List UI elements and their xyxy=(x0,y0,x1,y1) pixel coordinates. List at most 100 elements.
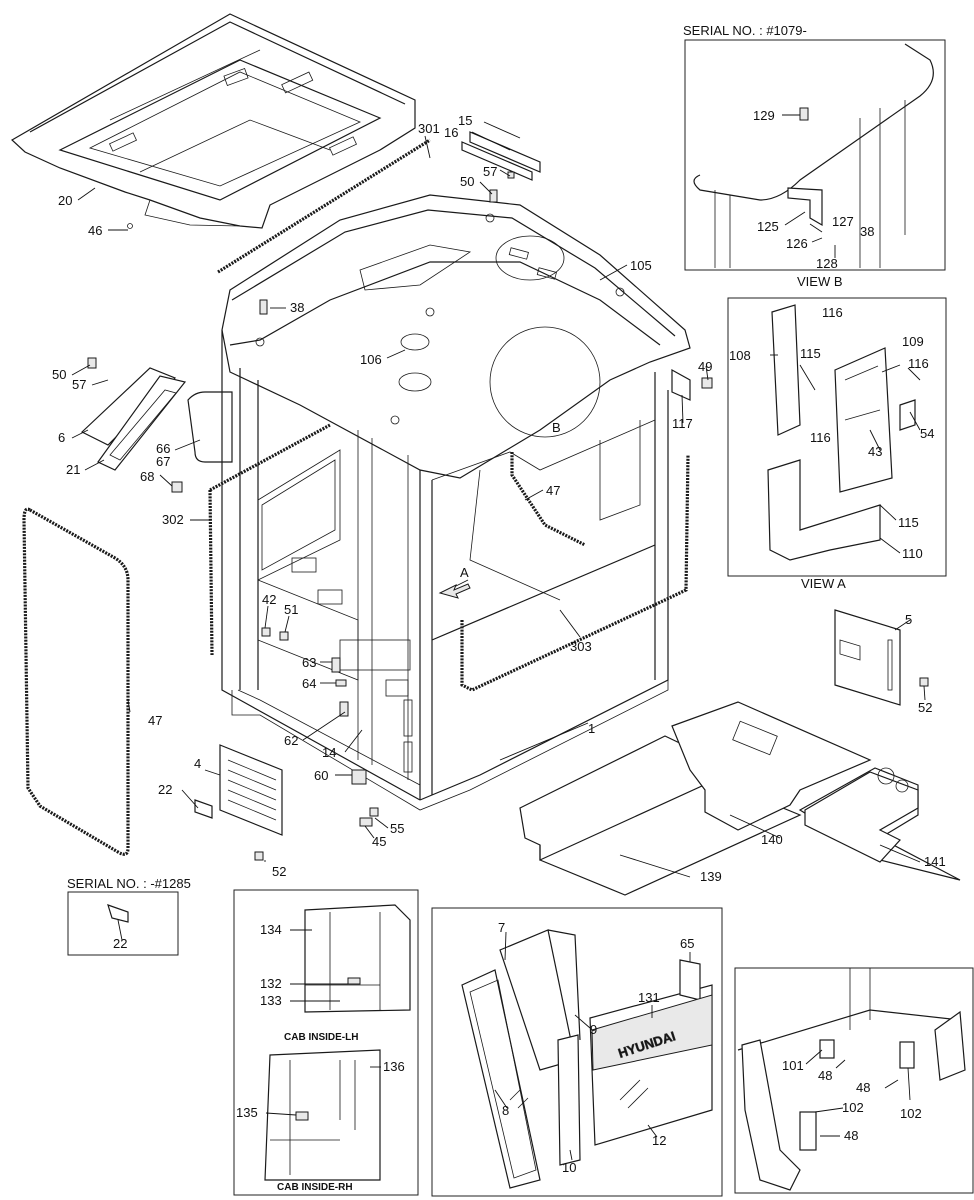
part-number-label: 6 xyxy=(58,430,65,445)
part-number-label: 48 xyxy=(818,1068,832,1083)
vent-panel-illustration xyxy=(80,367,233,471)
part-number-label: 134 xyxy=(260,922,282,937)
serial-22-caption: SERIAL NO. : -#1285 xyxy=(67,876,191,891)
view-a-illustration xyxy=(767,304,916,561)
cab-inside-panel xyxy=(233,889,419,1196)
part-number-label: 12 xyxy=(652,1133,666,1148)
part-number-label: 116 xyxy=(810,430,831,445)
part-number-label: 48 xyxy=(844,1128,858,1143)
part-number-label: 51 xyxy=(284,602,298,617)
leader-lines xyxy=(71,114,926,1161)
part-number-label: 303 xyxy=(570,639,592,654)
part-number-label: 8 xyxy=(502,1103,509,1118)
part-number-label: 15 xyxy=(458,113,472,128)
hardware-illustration xyxy=(87,131,929,861)
glass-illustration xyxy=(461,929,713,1189)
part-number-label: 20 xyxy=(58,193,72,208)
part-number-label: 127 xyxy=(832,214,854,229)
view-b-panel xyxy=(684,39,946,271)
part-number-label: 131 xyxy=(638,990,660,1005)
part-number-label: 67 xyxy=(156,454,170,469)
bracket-22-illustration xyxy=(107,904,129,923)
window-seal-47-illustration xyxy=(510,452,586,547)
roof-panel-illustration xyxy=(10,13,416,229)
part-number-label: 109 xyxy=(902,334,924,349)
part-number-label: 136 xyxy=(383,1059,405,1074)
part-number-label: 66 xyxy=(156,441,170,456)
part-number-label: 106 xyxy=(360,352,382,367)
part-number-label: 125 xyxy=(757,219,779,234)
part-number-label: 60 xyxy=(314,768,328,783)
part-number-label: 115 xyxy=(898,515,919,530)
part-number-label: 133 xyxy=(260,993,282,1008)
view-a-panel xyxy=(727,297,947,577)
door-seal-302-illustration xyxy=(208,423,331,656)
part-number-label: 50 xyxy=(460,174,474,189)
part-number-label: 141 xyxy=(924,854,946,869)
part-number-label: 140 xyxy=(761,832,783,847)
part-number-label: 1 xyxy=(588,721,595,736)
part-number-label: 38 xyxy=(860,224,874,239)
part-number-label: 105 xyxy=(630,258,652,273)
part-number-label: 42 xyxy=(262,592,276,607)
part-number-label: 116 xyxy=(908,356,929,371)
part-number-label: 128 xyxy=(816,256,838,271)
part-number-label: 108 xyxy=(729,348,751,363)
part-number-label: 50 xyxy=(52,367,66,382)
part-number-label: 101 xyxy=(782,1058,804,1073)
part-number-label: 4 xyxy=(194,756,201,771)
part-number-label: 7 xyxy=(498,920,505,935)
cab-inside-illustration xyxy=(264,904,411,1181)
part-number-label: 47 xyxy=(148,713,162,728)
serial-b-caption: SERIAL NO. : #1079- xyxy=(683,23,807,38)
cab-lh-caption: CAB INSIDE-LH xyxy=(284,1032,358,1043)
part-number-label: 9 xyxy=(590,1022,597,1037)
view-a-caption: VIEW A xyxy=(801,576,846,591)
part-number-label: 64 xyxy=(302,676,316,691)
part-number-label: 43 xyxy=(868,444,882,459)
part-number-label: 132 xyxy=(260,976,282,991)
cab-rh-caption: CAB INSIDE-RH xyxy=(277,1182,353,1193)
part-number-label: 102 xyxy=(842,1100,864,1115)
part-number-label: 117 xyxy=(672,416,693,431)
window-seal-303-illustration xyxy=(460,454,690,692)
part-number-label: 68 xyxy=(140,469,154,484)
part-number-label: 62 xyxy=(284,733,298,748)
part-number-label: 301 xyxy=(418,121,440,136)
part-number-label: 47 xyxy=(546,483,560,498)
part-number-label: 54 xyxy=(920,426,934,441)
door-seal-illustration xyxy=(22,507,130,856)
view-b-illustration xyxy=(693,43,934,268)
part-number-label: B xyxy=(552,420,561,435)
view-b-caption: VIEW B xyxy=(797,274,843,289)
part-number-label: 10 xyxy=(562,1160,576,1175)
part-number-label: 57 xyxy=(483,164,497,179)
part-number-label: 135 xyxy=(236,1105,258,1120)
view-a-arrow-icon xyxy=(438,583,471,599)
part-number-label: 52 xyxy=(918,700,932,715)
part-number-label: 14 xyxy=(322,745,336,760)
part-number-label: 21 xyxy=(66,462,80,477)
part-number-label: 57 xyxy=(72,377,86,392)
side-cover-illustration xyxy=(219,609,901,836)
part-number-label: 65 xyxy=(680,936,694,951)
part-number-label: 38 xyxy=(290,300,304,315)
part-number-label: 63 xyxy=(302,655,316,670)
part-labels: 30115165750204610538106B5057621666768302… xyxy=(52,108,946,1175)
part-number-label: 5 xyxy=(905,612,912,627)
part-number-label: 48 xyxy=(856,1080,870,1095)
part-number-label: 302 xyxy=(162,512,184,527)
part-number-label: 116 xyxy=(822,305,843,320)
part-number-label: 129 xyxy=(753,108,775,123)
part-number-label: A xyxy=(460,565,469,580)
bracket-panel xyxy=(734,967,974,1194)
part-number-label: 55 xyxy=(390,821,404,836)
part-number-label: 52 xyxy=(272,864,286,879)
floor-mats-illustration xyxy=(519,701,961,896)
part-number-label: 110 xyxy=(902,546,923,561)
bracket-illustration xyxy=(737,968,966,1191)
part-number-label: 22 xyxy=(113,936,127,951)
part-number-label: 102 xyxy=(900,1106,922,1121)
serial-22-panel xyxy=(67,891,179,956)
